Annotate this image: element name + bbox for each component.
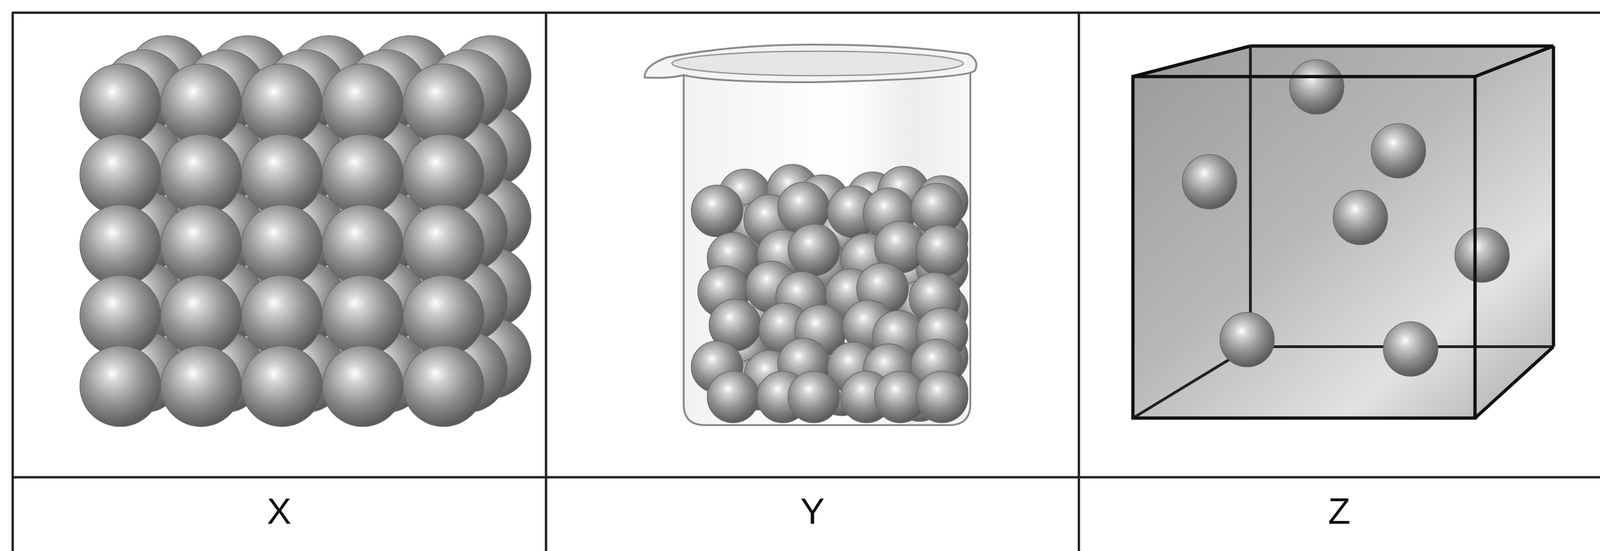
table-column-divider	[1077, 12, 1081, 551]
gas-particles	[1182, 59, 1510, 377]
box-edge	[1132, 46, 1251, 77]
liquid-particles	[691, 164, 968, 423]
cell-label: Y	[800, 492, 825, 530]
particle	[1454, 227, 1510, 283]
particle	[1383, 321, 1438, 377]
particle	[403, 63, 484, 145]
particle	[322, 134, 404, 216]
table-row-divider	[12, 476, 1600, 479]
box-front-face	[1132, 76, 1476, 419]
particle	[160, 345, 242, 427]
particle	[241, 134, 323, 216]
particle	[160, 275, 242, 357]
beaker-body	[683, 70, 971, 426]
table-grid	[12, 12, 1600, 551]
cell-label: X	[266, 492, 292, 530]
particle	[160, 204, 242, 286]
particle	[241, 204, 323, 286]
table-border	[12, 11, 1600, 15]
particle	[691, 185, 743, 237]
gas-container	[1132, 46, 1554, 419]
table-border	[11, 12, 15, 551]
particle	[160, 63, 242, 145]
particle	[322, 204, 404, 286]
box-edge	[1552, 46, 1556, 347]
particle	[403, 204, 484, 286]
particle	[79, 204, 161, 286]
particle	[788, 371, 840, 423]
particle	[322, 275, 404, 357]
particle	[79, 134, 161, 216]
particle	[788, 224, 840, 276]
cell-label: Z	[1327, 492, 1351, 530]
particle	[1289, 59, 1344, 115]
particle	[160, 134, 242, 216]
box-front-edges	[1132, 46, 1554, 419]
particle	[79, 345, 161, 427]
solid-lattice	[79, 35, 531, 427]
beaker	[644, 44, 977, 426]
table-column-divider	[545, 12, 548, 551]
particle	[79, 275, 161, 357]
box-fill	[1132, 46, 1554, 419]
particle	[707, 371, 759, 423]
particle	[1219, 312, 1275, 367]
box-back-edges	[1250, 46, 1554, 347]
particle	[1371, 123, 1426, 179]
particle	[241, 345, 323, 427]
particle	[1182, 154, 1237, 210]
particle	[241, 275, 323, 357]
particle	[916, 225, 968, 277]
particle	[403, 345, 484, 427]
box-edge	[1475, 346, 1554, 419]
particle	[79, 63, 161, 145]
box-edge	[1475, 46, 1554, 77]
particle	[241, 63, 323, 145]
beaker-opening	[671, 51, 964, 76]
beaker-rim	[644, 44, 977, 83]
particle	[322, 63, 404, 145]
particle	[322, 345, 404, 427]
particle	[916, 371, 968, 423]
box-edge	[1250, 44, 1554, 48]
particle	[403, 134, 484, 216]
particle	[1333, 190, 1388, 245]
particle	[403, 275, 484, 357]
